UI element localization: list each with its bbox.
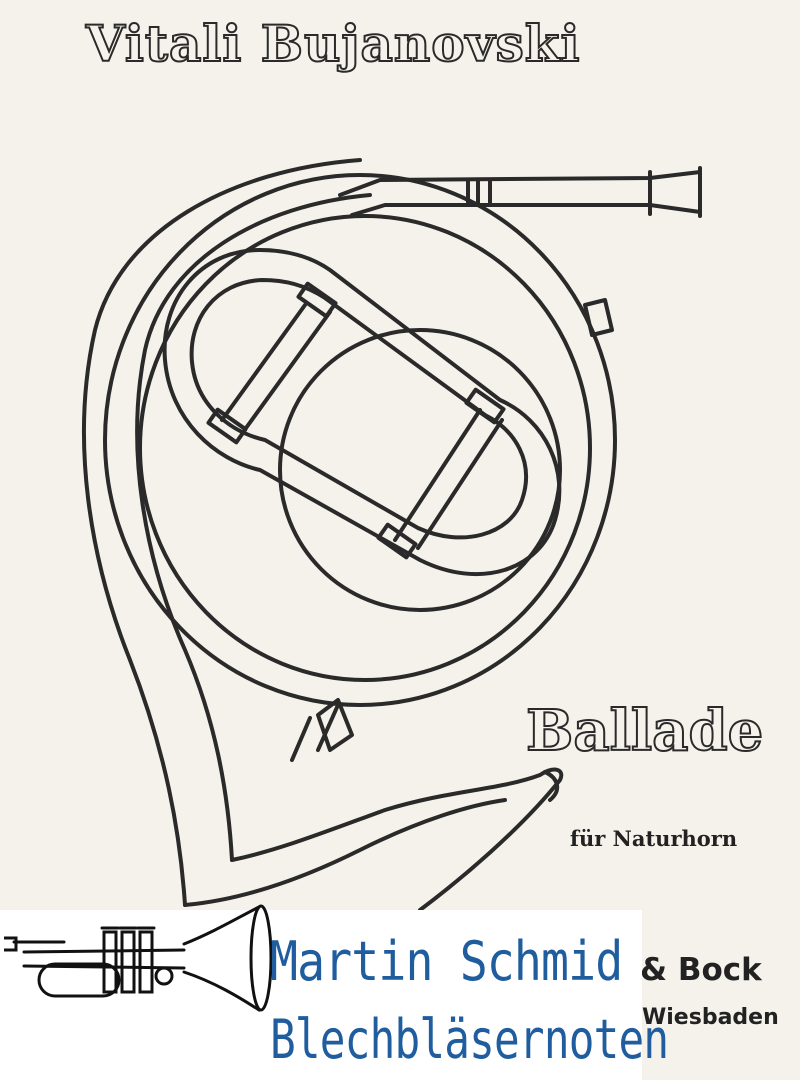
composer-name: Vitali Bujanovski xyxy=(85,13,581,74)
instrument-subtitle: für Naturhorn xyxy=(570,826,738,851)
publisher-name: & Bock xyxy=(640,952,762,988)
publisher-city: Wiesbaden xyxy=(642,1005,779,1030)
dealer-watermark: Martin Schmid Blechbläsernoten xyxy=(0,904,669,1080)
work-title: Ballade xyxy=(525,697,764,765)
trumpet-icon xyxy=(4,904,273,1012)
dealer-tagline: Blechbläsernoten xyxy=(270,1008,669,1071)
dealer-name: Martin Schmid xyxy=(270,930,623,993)
